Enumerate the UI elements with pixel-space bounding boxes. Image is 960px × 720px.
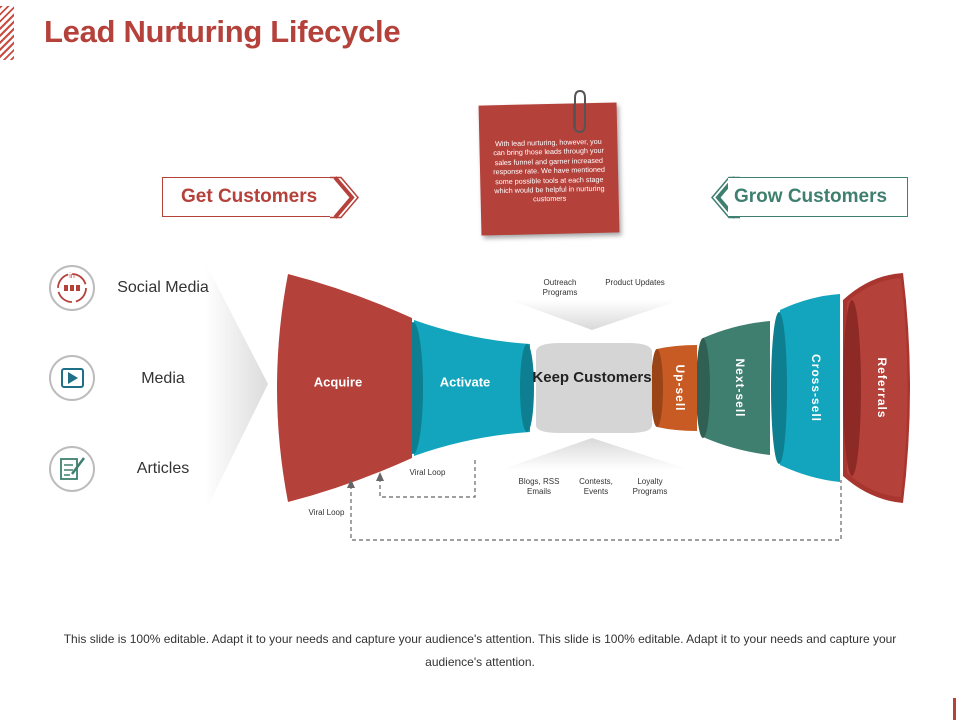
footer-text: This slide is 100% editable. Adapt it to… xyxy=(63,632,897,669)
viral-loop-outer-path xyxy=(350,480,842,541)
source-label-media: Media xyxy=(141,370,185,387)
get-customers-arrow xyxy=(330,176,359,219)
stage-up-sell: Up-sell xyxy=(673,364,687,412)
next-sell-segment xyxy=(703,321,770,455)
svg-text:in: in xyxy=(69,273,75,280)
bottom-tools-shade xyxy=(500,438,690,470)
title-accent-stripe xyxy=(0,6,14,60)
articles-icon xyxy=(49,446,95,492)
tool-outreach-programs: Outreach Programs xyxy=(542,278,578,297)
top-tools-shade xyxy=(510,300,680,330)
viral-loop-outer-label: Viral Loop xyxy=(308,508,345,517)
cross-sell-segment xyxy=(780,294,840,482)
grow-customers-label: Grow Customers xyxy=(734,186,888,207)
viral-loop-outer-arrowhead xyxy=(347,479,355,488)
source-label-social-media: Social Media xyxy=(117,279,209,296)
activate-segment xyxy=(414,320,530,456)
page-title: Lead Nurturing Lifecycle xyxy=(44,14,401,49)
tool-contests-events: Contests, Events xyxy=(579,477,613,496)
stage-activate: Activate xyxy=(439,374,491,390)
get-customers-tag: Get Customers xyxy=(162,177,340,217)
tool-loyalty-programs: Loyalty Programs xyxy=(632,477,668,496)
acquire-segment xyxy=(277,274,412,502)
keep-customers-segment xyxy=(536,343,652,433)
stage-keep-customers: Keep Customers xyxy=(532,369,652,386)
sources-funnel-shade xyxy=(205,262,268,512)
stage-referrals: Referrals xyxy=(875,357,889,419)
viral-loop-inner-path xyxy=(379,460,476,498)
tool-product-updates: Product Updates xyxy=(605,278,665,287)
get-customers-label: Get Customers xyxy=(181,186,318,207)
viral-loop-inner-arrowhead xyxy=(376,472,384,481)
referrals-segment xyxy=(847,278,908,497)
corner-accent xyxy=(953,698,956,720)
viral-loop-inner-label: Viral Loop xyxy=(409,468,446,477)
grow-customers-tag: Grow Customers xyxy=(728,177,908,217)
stage-cross-sell: Cross-sell xyxy=(809,353,823,423)
tool-blogs-rss-emails: Blogs, RSS Emails xyxy=(518,477,560,496)
source-label-articles: Articles xyxy=(136,460,190,477)
stage-next-sell: Next-sell xyxy=(733,358,747,418)
stage-acquire: Acquire xyxy=(313,374,363,390)
paperclip-icon xyxy=(573,89,586,134)
up-sell-segment xyxy=(657,345,697,431)
